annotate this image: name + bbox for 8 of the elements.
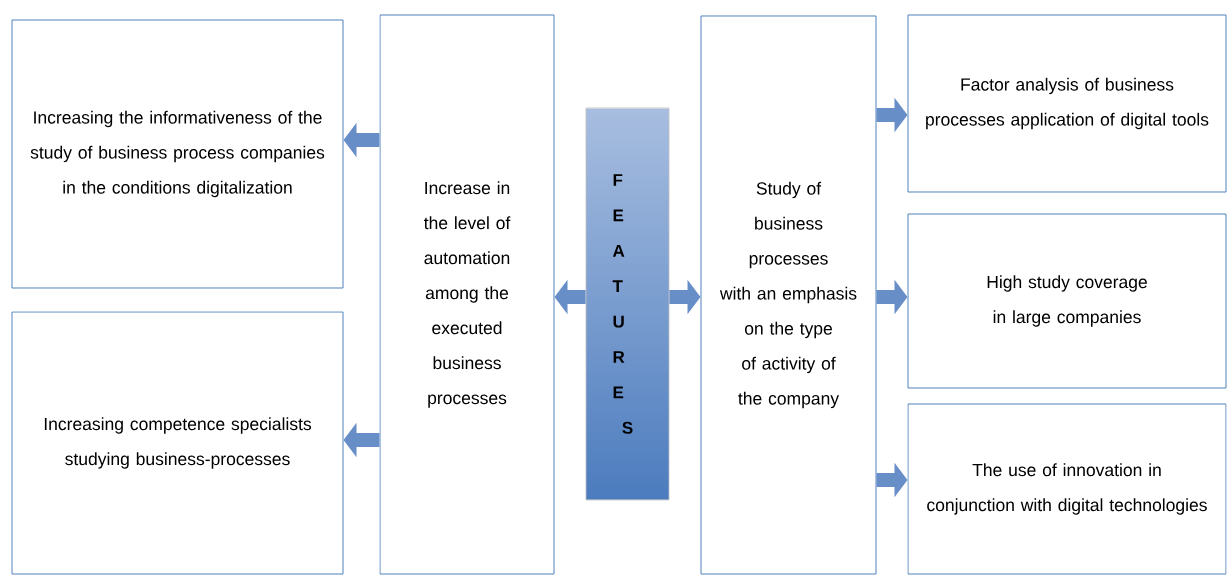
text-box: Increasing competence specialists studying business-processes — [11, 311, 344, 575]
text-box: High study coverage in large companies — [907, 213, 1227, 389]
text-box: Increase in the level of automation among the executed business processes — [379, 14, 555, 575]
text-box: Factor analysis of business processes application of digital tools — [907, 14, 1227, 193]
text-box: The use of innovation in conjunction with digital technologies — [907, 403, 1227, 575]
text-box: Study of business processes with an emphasis on the type of activity of the company — [700, 15, 877, 575]
text-box: Increasing the informativeness of the study of business process companies in the conditions digitalization — [11, 19, 344, 289]
title-bar: FEATURES — [585, 107, 670, 501]
